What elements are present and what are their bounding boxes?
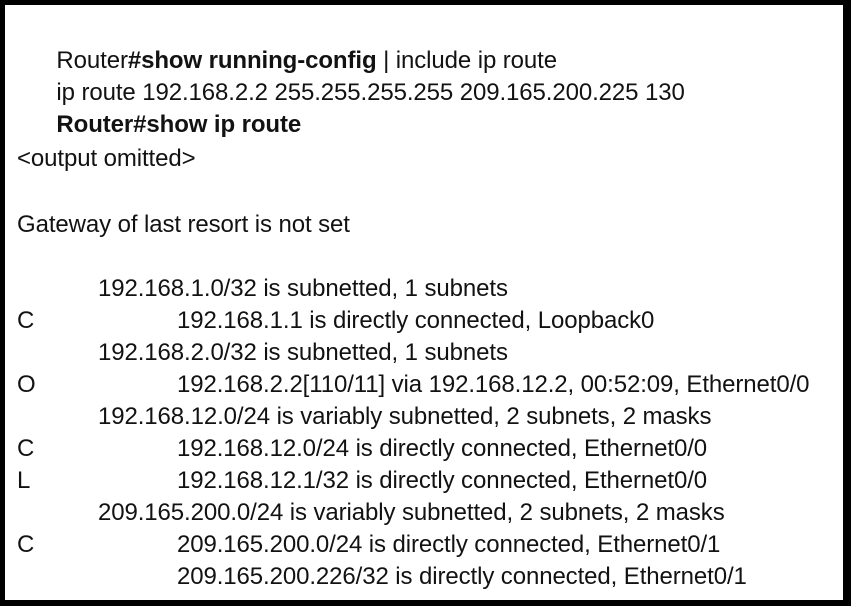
command-text: #show running-config (127, 47, 377, 74)
route-code (17, 561, 57, 593)
route-network-header: 192.168.12.0/24 is variably subnetted, 2… (98, 403, 712, 430)
route-row: 209.165.200.0/24 is variably subnetted, … (5, 497, 843, 529)
route-code (17, 497, 57, 529)
route-code (17, 337, 57, 369)
command-line-show-ip-route: Router#show ip route (5, 77, 843, 138)
route-row: C 192.168.1.1 is directly connected, Loo… (5, 305, 843, 337)
route-row: L 192.168.12.1/32 is directly connected,… (5, 465, 843, 497)
route-entry-detail: 209.165.200.0/24 is directly connected, … (177, 531, 721, 558)
route-row: 192.168.2.0/32 is subnetted, 1 subnets (5, 337, 843, 369)
output-omitted-line: <output omitted> (17, 145, 196, 172)
command-line-running-config: Router#show running-config | include ip … (5, 13, 843, 74)
command-filter-text: | include ip route (376, 47, 557, 74)
route-code (17, 401, 57, 433)
route-code: C (17, 531, 35, 558)
route-row: C 209.165.200.0/24 is directly connected… (5, 529, 843, 561)
route-row: O 192.168.2.2[110/11] via 192.168.12.2, … (5, 369, 843, 401)
route-entry-detail: 192.168.12.0/24 is directly connected, E… (177, 435, 708, 462)
route-entry-detail: 192.168.2.2[110/11] via 192.168.12.2, 00… (177, 371, 810, 398)
route-code: L (17, 467, 31, 494)
route-code: C (17, 307, 35, 334)
route-entry-detail: 192.168.1.1 is directly connected, Loopb… (177, 307, 655, 334)
route-entry-detail: 192.168.12.1/32 is directly connected, E… (177, 467, 708, 494)
gateway-of-last-resort-line: Gateway of last resort is not set (17, 211, 350, 238)
route-row: 209.165.200.226/32 is directly connected… (5, 561, 843, 593)
output-line-static-route: ip route 192.168.2.2 255.255.255.255 209… (5, 45, 843, 106)
route-row: 192.168.1.0/32 is subnetted, 1 subnets (5, 273, 843, 305)
static-route-text: ip route 192.168.2.2 255.255.255.255 209… (56, 79, 685, 106)
route-entry-detail: 209.165.200.226/32 is directly connected… (177, 563, 747, 590)
route-network-header: 192.168.1.0/32 is subnetted, 1 subnets (98, 275, 508, 302)
route-code: O (17, 371, 36, 398)
route-network-header: 192.168.2.0/32 is subnetted, 1 subnets (98, 339, 508, 366)
route-code: C (17, 435, 35, 462)
terminal-output-surface: Router#show running-config | include ip … (5, 5, 843, 600)
route-row: 192.168.12.0/24 is variably subnetted, 2… (5, 401, 843, 433)
route-network-header: 209.165.200.0/24 is variably subnetted, … (98, 499, 725, 526)
prompt-text: Router (56, 47, 128, 74)
route-row: C 192.168.12.0/24 is directly connected,… (5, 433, 843, 465)
route-code (17, 273, 57, 305)
command-text: Router#show ip route (56, 111, 302, 138)
